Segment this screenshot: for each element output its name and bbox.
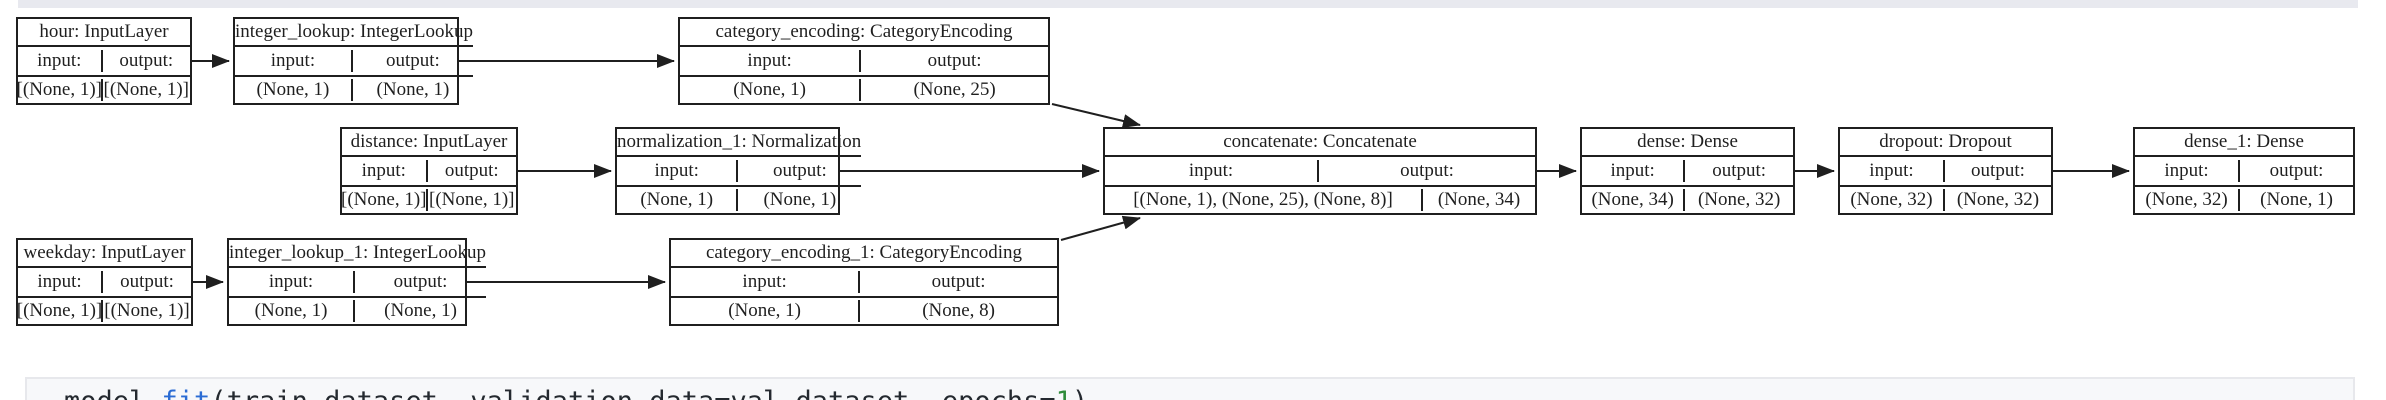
input-label: input: [1610, 160, 1655, 181]
node-dropout: dropout: Dropout input: output: (None, 3… [1838, 127, 2053, 215]
code-args-token: (train_dataset, validation_data=val_data… [210, 386, 1055, 400]
output-shape: (None, 25) [859, 79, 1048, 101]
output-shape: (None, 1) [736, 189, 861, 211]
output-label: output: [2238, 160, 2353, 182]
node-integer-lookup: integer_lookup: IntegerLookup input: out… [233, 17, 473, 105]
input-shape: (None, 1) [256, 79, 330, 100]
output-shape: [(None, 1)] [100, 79, 190, 101]
output-shape: [(None, 1)] [101, 300, 191, 322]
output-label: output: [1683, 160, 1793, 182]
node-title: integer_lookup: IntegerLookup [235, 19, 473, 47]
output-label: output: [1942, 160, 2051, 182]
node-category-encoding-1: category_encoding_1: CategoryEncoding in… [669, 238, 1059, 326]
node-category-encoding: category_encoding: CategoryEncoding inpu… [678, 17, 1050, 105]
input-shape: [(None, 1)] [18, 300, 102, 321]
input-shape: [(None, 1)] [18, 79, 101, 100]
node-title: hour: InputLayer [18, 19, 190, 47]
output-shape: (None, 1) [353, 300, 486, 322]
node-title: dense_1: Dense [2135, 129, 2353, 157]
input-label: input: [747, 50, 792, 71]
input-shape: (None, 1) [640, 189, 714, 210]
node-normalization-1: normalization_1: Normalization input: ou… [615, 127, 862, 215]
input-label: input: [1188, 160, 1234, 181]
code-line[interactable]: model.fit(train_dataset, validation_data… [64, 386, 1088, 400]
output-shape: (None, 1) [350, 79, 473, 101]
node-integer-lookup-1: integer_lookup_1: IntegerLookup input: o… [227, 238, 486, 326]
input-shape: (None, 1) [728, 300, 801, 321]
input-label: input: [742, 271, 787, 292]
input-label: input: [268, 271, 314, 292]
node-title: dense: Dense [1582, 129, 1793, 157]
input-shape: [(None, 1), (None, 25), (None, 8)] [1133, 189, 1393, 210]
input-label: input: [654, 160, 699, 181]
output-shape: (None, 32) [1683, 189, 1793, 211]
node-concatenate: concatenate: Concatenate input: output: … [1103, 127, 1537, 215]
input-label: input: [37, 50, 82, 71]
input-shape: (None, 32) [1850, 189, 1933, 210]
input-shape: (None, 32) [2145, 189, 2228, 210]
output-label: output: [100, 50, 190, 72]
node-title: integer_lookup_1: IntegerLookup [229, 240, 486, 268]
node-title: normalization_1: Normalization [617, 129, 862, 157]
node-weekday: weekday: InputLayer input: output: [(Non… [16, 238, 193, 326]
output-shape: (None, 32) [1942, 189, 2051, 211]
node-title: weekday: InputLayer [18, 240, 191, 268]
node-title: dropout: Dropout [1840, 129, 2051, 157]
code-default-token: model. [64, 386, 162, 400]
output-label: output: [425, 160, 516, 182]
output-label: output: [859, 50, 1048, 72]
code-close-paren-token: ) [1072, 386, 1088, 400]
edge-category-encoding-concatenate [1051, 103, 1141, 128]
node-title: concatenate: Concatenate [1105, 129, 1535, 157]
output-label: output: [350, 50, 473, 72]
output-shape: (None, 34) [1421, 189, 1535, 211]
output-label: output: [101, 271, 191, 293]
input-label: input: [1869, 160, 1914, 181]
output-shape: (None, 8) [858, 300, 1057, 322]
node-title: distance: InputLayer [342, 129, 516, 157]
input-shape: (None, 1) [733, 79, 806, 100]
code-number-token: 1 [1056, 386, 1072, 400]
input-label: input: [2164, 160, 2209, 181]
input-label: input: [37, 271, 82, 292]
output-label: output: [736, 160, 861, 182]
input-label: input: [361, 160, 406, 181]
output-shape: [(None, 1)] [425, 189, 516, 211]
node-dense-1: dense_1: Dense input: output: (None, 32)… [2133, 127, 2355, 215]
input-shape: (None, 1) [254, 300, 328, 321]
output-shape: (None, 1) [2238, 189, 2353, 211]
input-shape: (None, 34) [1591, 189, 1674, 210]
node-title: category_encoding: CategoryEncoding [680, 19, 1048, 47]
output-label: output: [858, 271, 1057, 293]
node-dense: dense: Dense input: output: (None, 34) (… [1580, 127, 1795, 215]
output-label: output: [353, 271, 486, 293]
output-label: output: [1316, 160, 1535, 182]
scroll-area-edge [18, 0, 2358, 8]
input-shape: [(None, 1)] [342, 189, 426, 210]
code-function-token: fit [162, 386, 211, 400]
edge-category-encoding-1-concatenate [1060, 215, 1141, 241]
input-label: input: [270, 50, 316, 71]
code-cell[interactable]: model.fit(train_dataset, validation_data… [25, 377, 2355, 400]
node-title: category_encoding_1: CategoryEncoding [671, 240, 1057, 268]
node-hour: hour: InputLayer input: output: [(None, … [16, 17, 192, 105]
node-distance: distance: InputLayer input: output: [(No… [340, 127, 518, 215]
